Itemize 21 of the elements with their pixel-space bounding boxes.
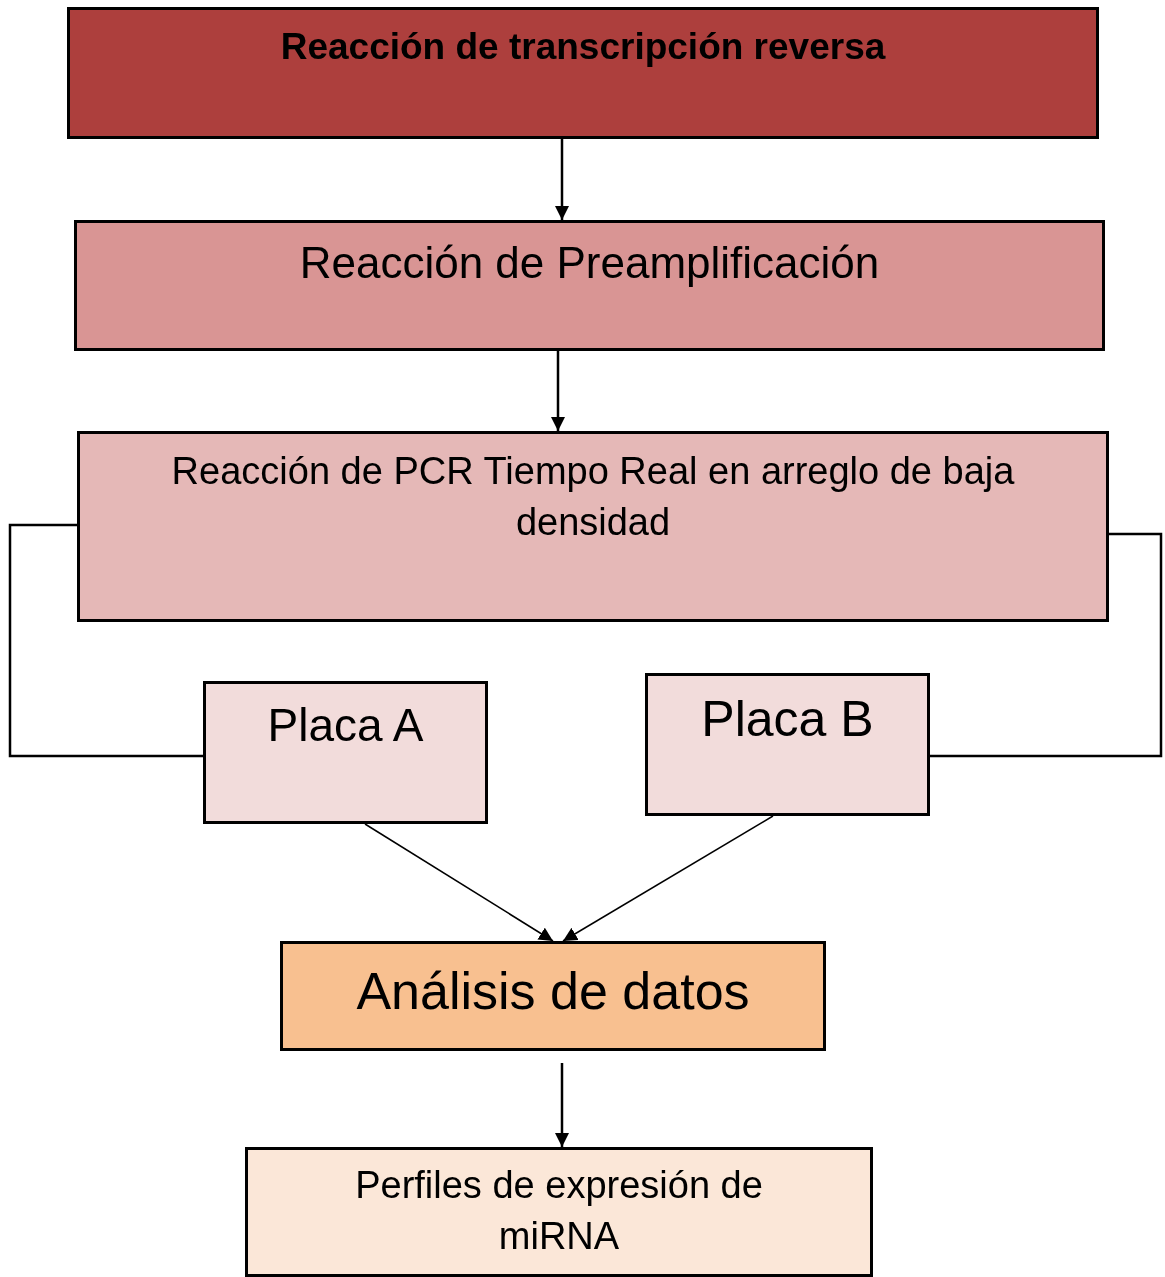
- step-label: Análisis de datos: [356, 961, 750, 1022]
- arrow: [551, 351, 565, 431]
- process-box: [280, 941, 826, 1051]
- connector-line: [930, 532, 1163, 758]
- process-box: [203, 681, 488, 824]
- process-box: [67, 7, 1099, 139]
- step-label: Reacción de Preamplificación: [299, 237, 880, 289]
- step-label: Placa B: [701, 690, 874, 749]
- step-label: Reacción de transcripción reversa: [280, 25, 886, 69]
- arrow: [555, 1063, 569, 1147]
- connector-line: [8, 523, 203, 758]
- process-box: [77, 431, 1109, 622]
- arrow: [562, 815, 774, 942]
- arrow: [555, 139, 569, 220]
- step-label: Placa A: [267, 698, 424, 753]
- process-box: [74, 220, 1105, 351]
- step-label: Reacción de PCR Tiempo Real en arreglo de baja densidad: [170, 449, 1016, 546]
- process-box: [245, 1147, 873, 1277]
- process-box: [645, 673, 930, 816]
- arrow: [364, 823, 554, 942]
- step-label: Perfiles de expresión de miRNA: [354, 1163, 764, 1260]
